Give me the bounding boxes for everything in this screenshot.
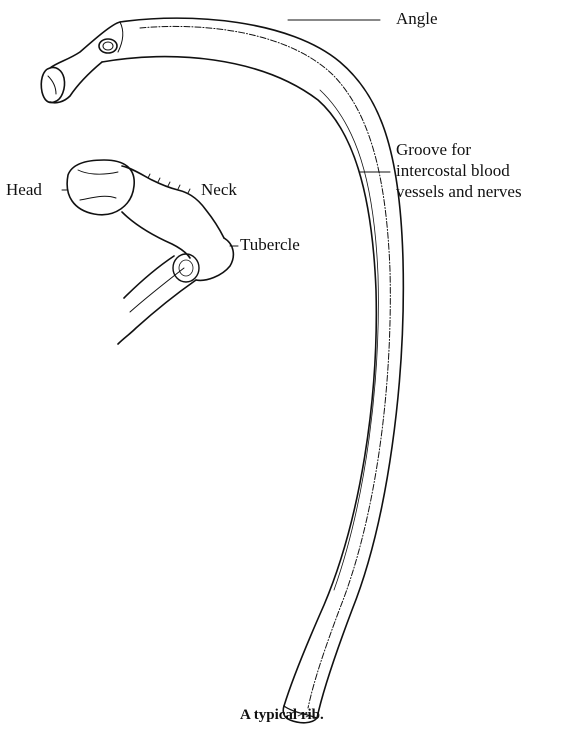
angle-label: Angle	[396, 9, 438, 29]
tubercle-label: Tubercle	[240, 235, 300, 255]
groove-label-line1: Groove for	[396, 140, 471, 160]
leader-lines	[62, 20, 390, 246]
figure-caption: A typical rib.	[240, 707, 324, 724]
rib-shaft	[102, 18, 403, 718]
groove-label-line3: vessels and nerves	[396, 182, 522, 202]
rib-posterior-end	[41, 22, 123, 103]
neck-label: Neck	[201, 180, 237, 200]
groove-label-line2: intercostal blood	[396, 161, 510, 181]
head-label: Head	[6, 180, 42, 200]
